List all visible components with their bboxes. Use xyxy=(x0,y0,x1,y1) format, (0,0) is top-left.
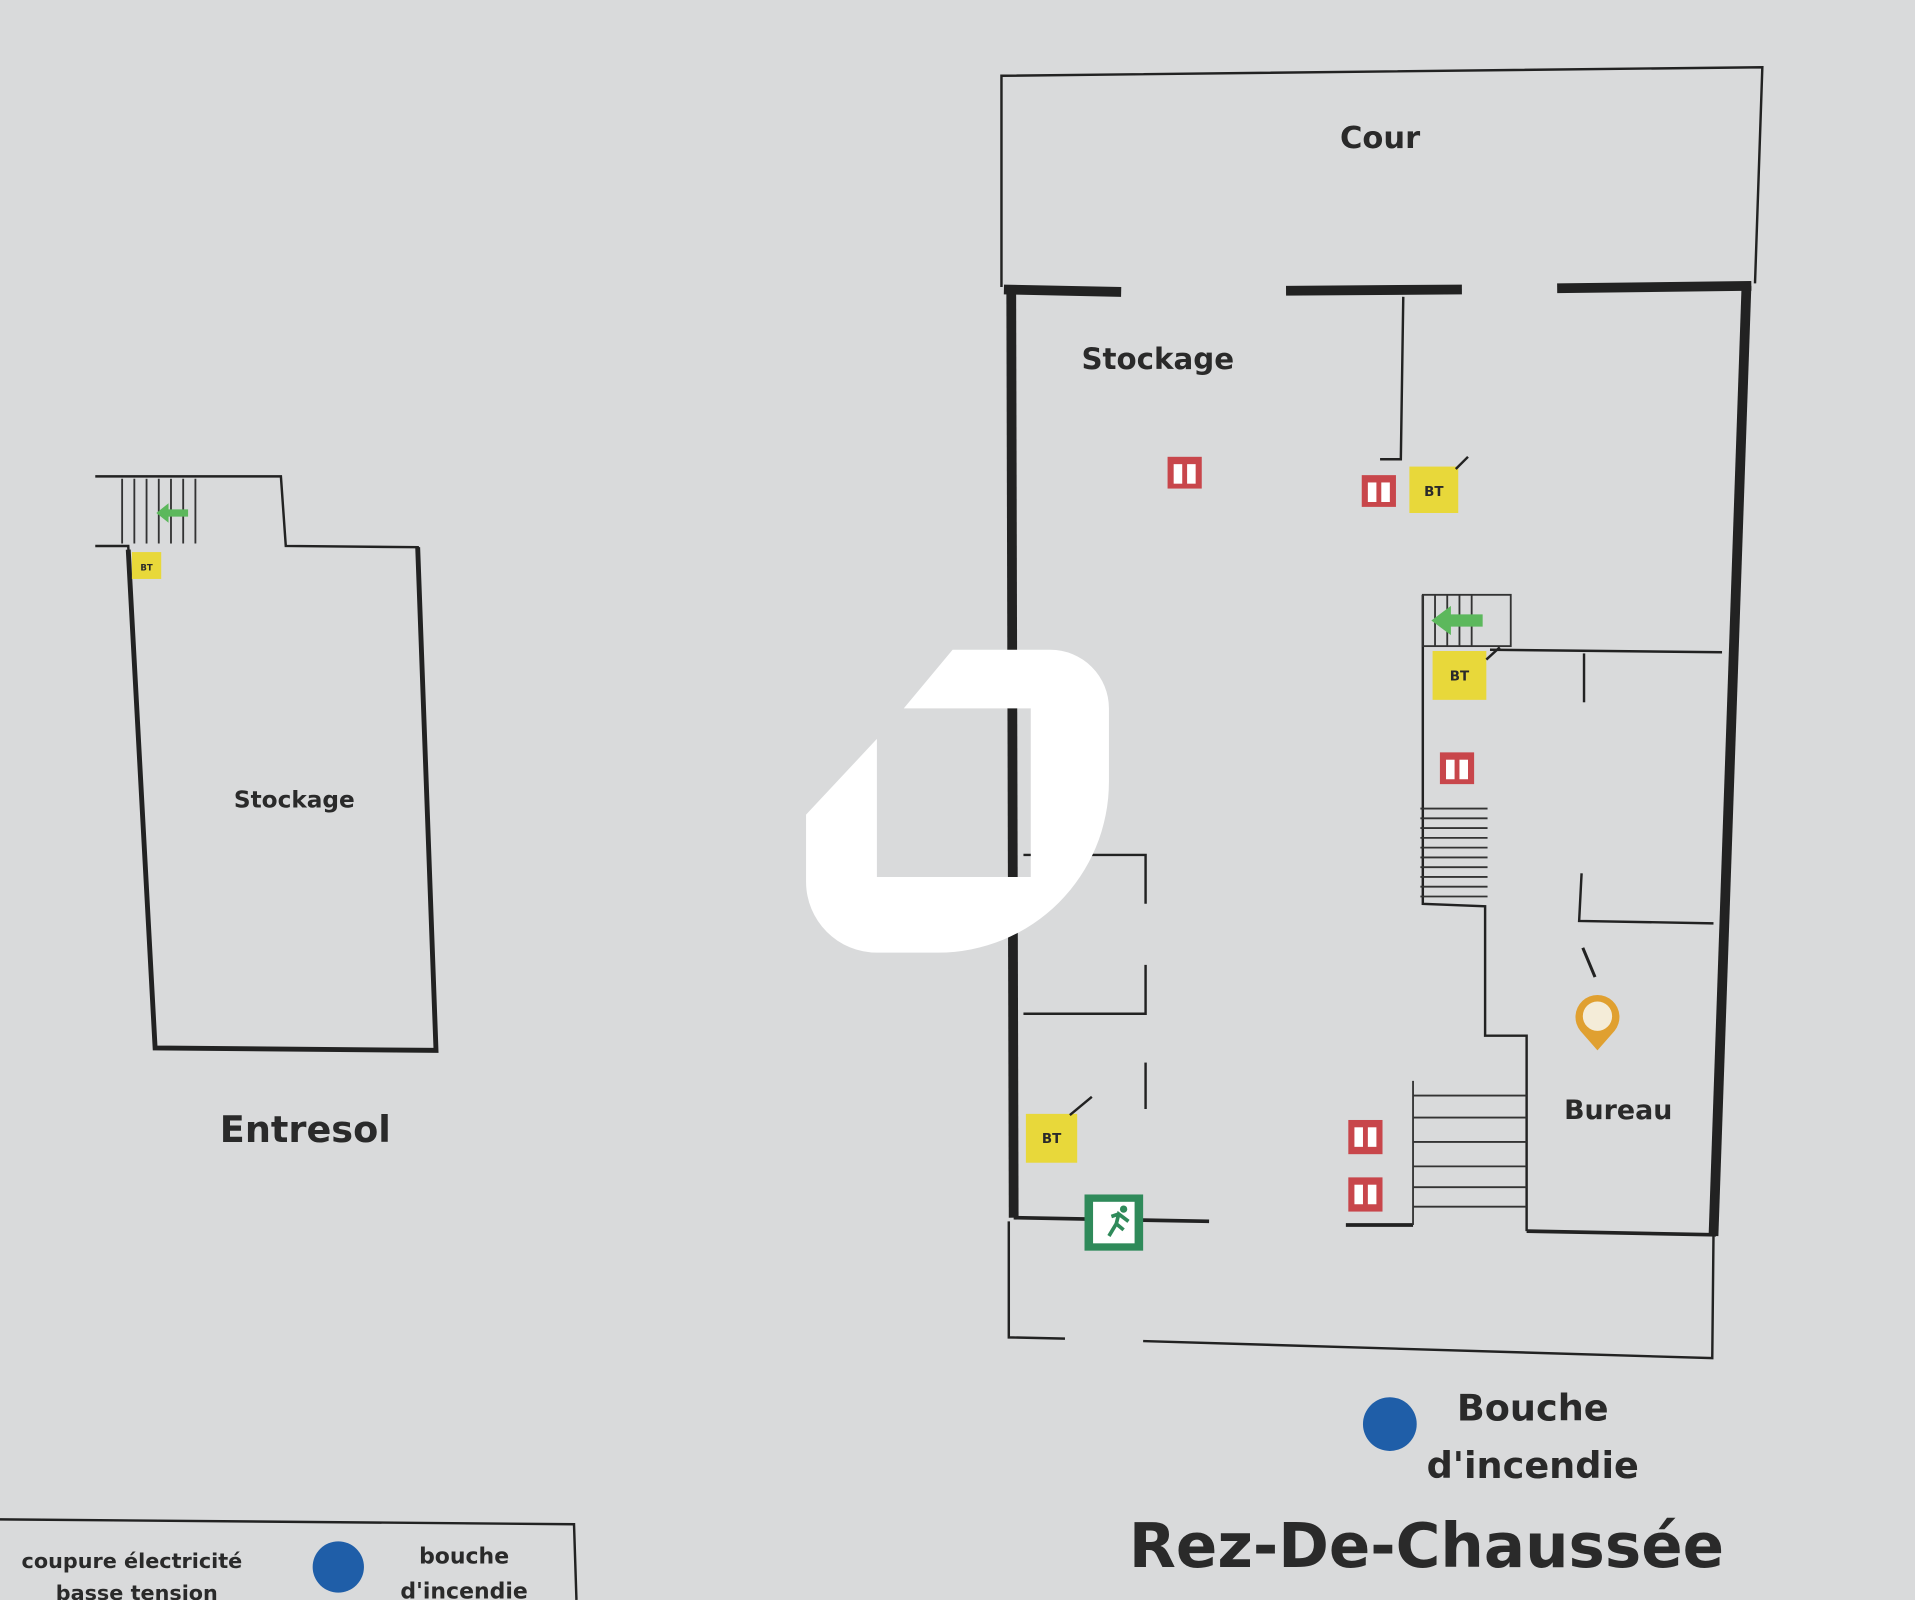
hydrant-icon xyxy=(1362,1397,1417,1451)
rdc-plan: BT BT BT Cour Stockage Bureau Bouche d'i… xyxy=(1000,65,1764,1582)
watermark-logo xyxy=(806,649,1109,953)
fire-extinguisher-icon xyxy=(1348,1119,1383,1155)
room-label-cour: Cour xyxy=(1340,121,1420,156)
fire-extinguisher-icon xyxy=(1348,1177,1383,1212)
emergency-exit-icon xyxy=(1084,1194,1144,1251)
stairs-icon xyxy=(1412,1080,1527,1226)
bt-badge-label: BT xyxy=(1042,1132,1062,1147)
bt-badge xyxy=(1409,455,1469,513)
room-label-bureau: Bureau xyxy=(1564,1095,1672,1126)
bt-badge-label: BT xyxy=(1450,669,1470,684)
legend-item2-line1: bouche xyxy=(419,1544,509,1569)
hydrant-label-line2: d'incendie xyxy=(1427,1444,1639,1487)
legend-item1-line1: coupure électricité xyxy=(22,1549,243,1573)
bt-badge xyxy=(1025,1095,1093,1163)
legend-item2-line2: d'incendie xyxy=(400,1580,527,1600)
stairs-icon xyxy=(1420,807,1488,898)
exit-arrow-icon xyxy=(1431,605,1483,636)
bt-badge xyxy=(1432,646,1501,700)
entresol-room-label: Stockage xyxy=(234,786,355,813)
hydrant-icon xyxy=(312,1541,364,1593)
hydrant-label-line1: Bouche xyxy=(1457,1386,1609,1429)
entresol-plan: BT Stockage Entresol xyxy=(95,475,439,1151)
location-marker-icon xyxy=(1575,947,1620,1051)
exit-arrow-icon xyxy=(156,503,189,523)
legend-item1-line2: basse tension xyxy=(56,1581,218,1600)
room-label-stockage: Stockage xyxy=(1081,342,1234,376)
bt-badge-label: BT xyxy=(140,563,153,573)
bt-badge-label: BT xyxy=(1424,485,1444,500)
rdc-title: Rez-De-Chaussée xyxy=(1129,1511,1724,1582)
entresol-title: Entresol xyxy=(220,1108,391,1151)
bt-badge xyxy=(131,552,162,579)
legend-box: coupure électricité basse tension bouche… xyxy=(0,1518,578,1600)
fire-extinguisher-icon xyxy=(1361,475,1396,507)
fire-extinguisher-icon xyxy=(1439,752,1475,785)
fire-extinguisher-icon xyxy=(1167,456,1202,489)
